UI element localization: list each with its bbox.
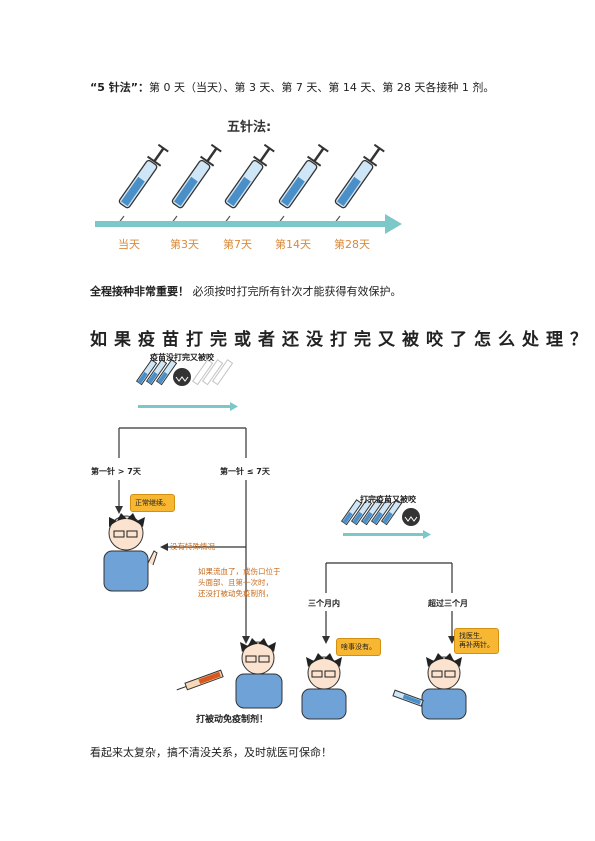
passive-immune-label: 打被动免疫制剂！ (196, 715, 269, 725)
day-label-7: 第7天 (223, 238, 252, 251)
bubble-doctor: 找医生, 再补两针。 (454, 628, 499, 654)
schedule-graphic (95, 143, 402, 234)
flowchart: 疫苗没打完又被咬 第一针 > 7天 第一针 ≤ 7天 正常继续。 没有特殊情况 … (86, 348, 516, 730)
bleeding-note: 如果流血了，或伤口位于 头面部、且第一次时， 还没打被动免疫制剂， (198, 566, 308, 599)
bleeding-note-line: 如果流血了，或伤口位于 (198, 567, 281, 576)
branch-within-3m: 三个月内 (308, 599, 340, 608)
bubble-doctor-line: 再补两针。 (459, 641, 494, 649)
importance-text: 必须按时打完所有针次才能获得有效保护。 (189, 285, 402, 298)
day-label-14: 第14天 (275, 238, 311, 251)
intro-paragraph: “5 针法”：第 0 天（当天）、第 3 天、第 7 天、第 14 天、第 28… (90, 80, 494, 96)
flow-right-title: 打完疫苗又被咬 (360, 495, 416, 504)
importance-paragraph: 全程接种非常重要！ 必须按时打完所有针次才能获得有效保护。 (90, 284, 402, 300)
day-label-0: 当天 (118, 238, 140, 251)
syringe-icon (117, 143, 170, 225)
branch-mid-label: 第一针 ≤ 7天 (220, 467, 270, 476)
schedule-title: 五针法: (227, 120, 272, 135)
syringe-icon (223, 143, 276, 225)
person-illustration-right-b (392, 653, 467, 720)
syringe-icon (392, 689, 424, 707)
syringe-icon (333, 143, 386, 225)
branch-left-label: 第一针 > 7天 (91, 467, 141, 476)
intro-term: “5 针法”： (90, 81, 149, 94)
day-label-3: 第3天 (170, 238, 199, 251)
schedule-figure: 五针法: 当天 第3天 第7天 第14天 第28天 (90, 112, 410, 262)
bleeding-note-line: 头面部、且第一次时， (198, 578, 273, 587)
bubble-doctor-line: 找医生, (459, 632, 483, 640)
flowchart-lines (103, 359, 467, 720)
importance-emphasis: 全程接种非常重要！ (90, 285, 189, 298)
syringes-complete (340, 499, 431, 539)
syringe-icon (170, 143, 223, 225)
person-illustration-left (103, 513, 158, 592)
day-label-28: 第28天 (334, 238, 370, 251)
section-heading: 如果疫苗打完或者还没打完又被咬了怎么处理？ (90, 330, 594, 350)
bubble-nothing: 啥事没有。 (336, 638, 381, 656)
timeline-arrowhead (385, 214, 402, 234)
timeline-bar (95, 221, 385, 227)
syringe-icon (176, 669, 224, 691)
syringes-partial (135, 359, 238, 411)
bubble-normal: 正常继续。 (130, 494, 175, 512)
flow-top-title: 疫苗没打完又被咬 (150, 353, 214, 362)
bleeding-note-line: 还没打被动免疫制剂， (198, 589, 273, 598)
person-illustration-injected (176, 638, 283, 709)
syringe-icon (277, 143, 330, 225)
closing-paragraph: 看起来太复杂，搞不清没关系，及时就医可保命！ (90, 746, 332, 759)
branch-over-3m: 超过三个月 (428, 599, 468, 608)
intro-text: 第 0 天（当天）、第 3 天、第 7 天、第 14 天、第 28 天各接种 1… (148, 81, 495, 94)
person-illustration-right-a (301, 653, 347, 720)
no-special-label: 没有特殊情况 (170, 542, 215, 551)
